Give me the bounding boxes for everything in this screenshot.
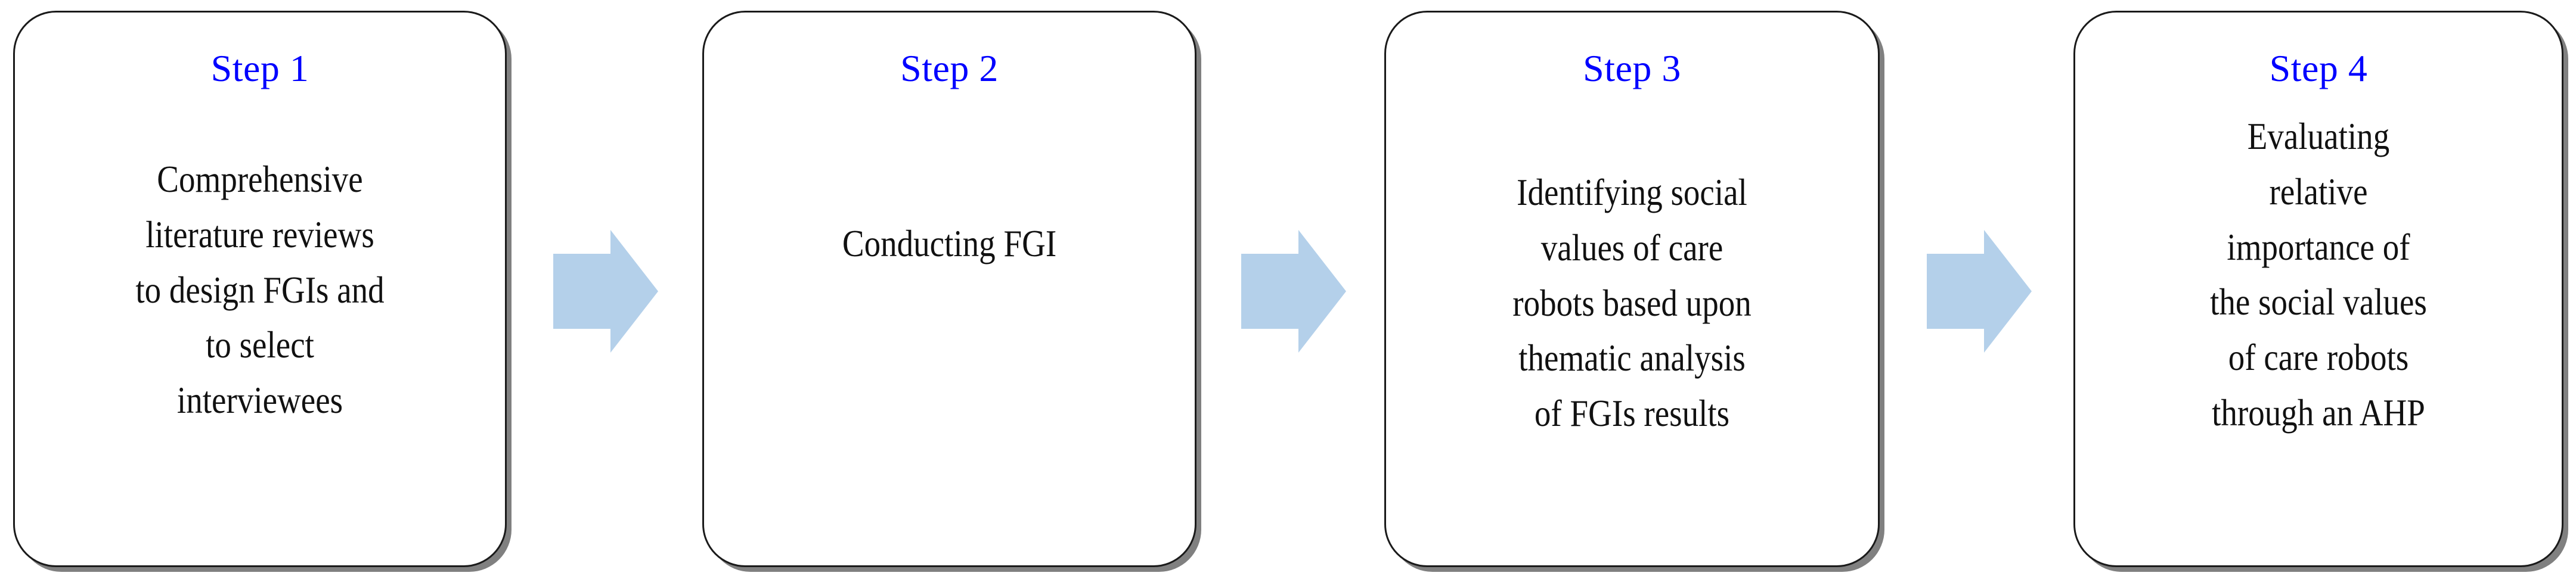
step-3-body: Identifying social values of care robots… — [1512, 171, 1752, 435]
step-2-body: Conducting FGI — [842, 222, 1057, 264]
step-1-title: Step 1 — [210, 47, 309, 89]
right-arrow-icon-1 — [553, 230, 658, 353]
step-box-2[interactable]: Step 2 Conducting FGI — [702, 11, 1196, 567]
step-box-3[interactable]: Step 3 Identifying social values of care… — [1384, 11, 1880, 567]
step-4-body: Evaluating relative importance of the so… — [2210, 115, 2427, 434]
step-box-1[interactable]: Step 1 Comprehensive literature reviews … — [13, 11, 507, 567]
step-box-4[interactable]: Step 4 Evaluating relative importance of… — [2073, 11, 2563, 567]
step-4-title: Step 4 — [2269, 47, 2368, 89]
right-arrow-icon-3 — [1927, 230, 2032, 353]
step-2-title: Step 2 — [900, 47, 999, 89]
right-arrow-icon-2 — [1241, 230, 1346, 353]
step-3-title: Step 3 — [1583, 47, 1681, 89]
step-1-body: Comprehensive literature reviews to desi… — [135, 158, 385, 422]
